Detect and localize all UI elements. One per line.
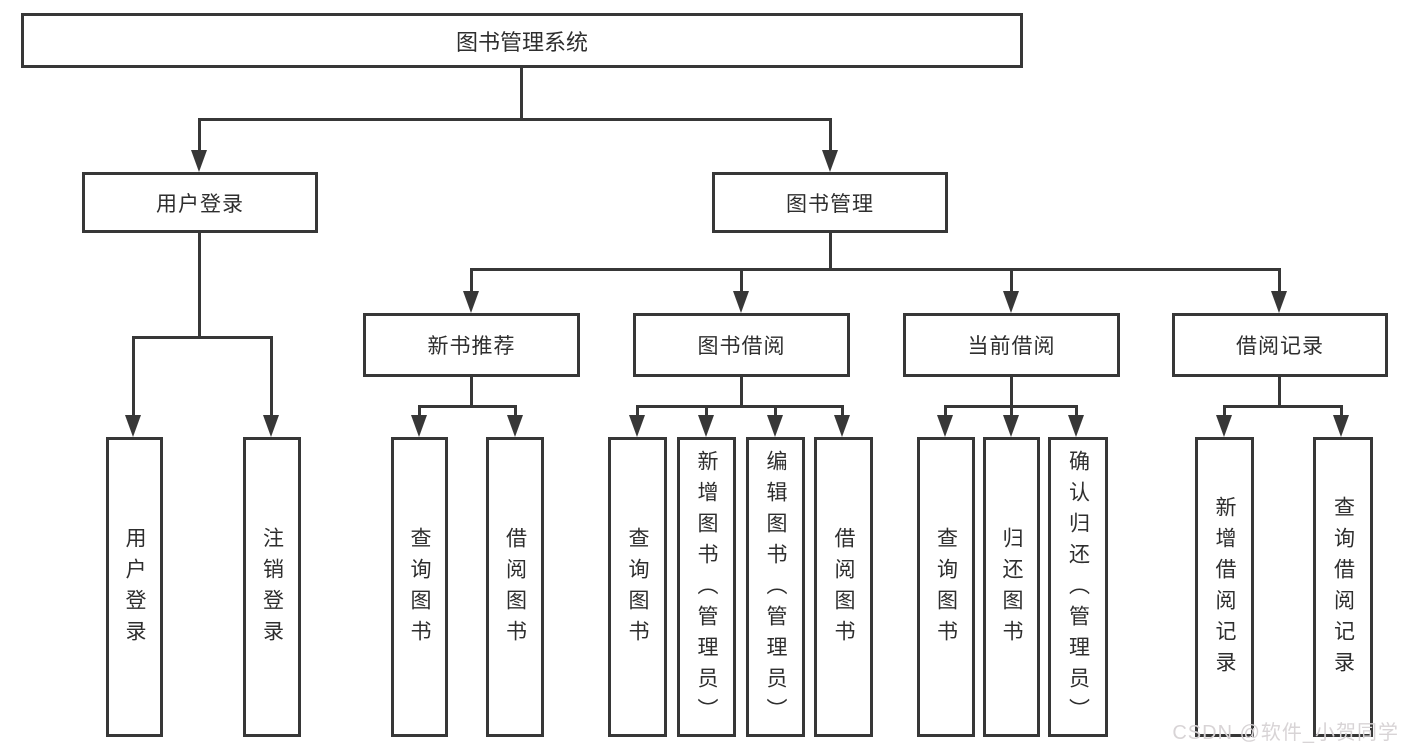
leaf-query-book-1-label: 查询图书	[408, 527, 431, 651]
arrowhead-icon	[463, 291, 479, 313]
arrowhead-icon	[937, 415, 953, 437]
connector-line	[418, 405, 517, 408]
leaf-query-book-3-label: 查询图书	[934, 527, 958, 651]
connector-line	[132, 336, 273, 339]
leaf-add-borrow-record-label: 新增借阅记录	[1213, 496, 1236, 682]
connector-line	[514, 405, 517, 415]
leaf-query-book-3: 查询图书	[917, 437, 975, 737]
connector-line	[705, 405, 708, 415]
node-current-borrow: 当前借阅	[903, 313, 1120, 377]
node-current-borrow-label: 当前借阅	[967, 335, 1056, 358]
node-root-label: 图书管理系统	[455, 29, 588, 55]
leaf-query-book-2-label: 查询图书	[626, 527, 649, 651]
node-new-book-recommend-label: 新书推荐	[427, 335, 516, 358]
connector-line	[829, 118, 832, 150]
leaf-confirm-return-admin: 确认归还（管理员）	[1048, 437, 1108, 737]
arrowhead-icon	[125, 415, 141, 437]
connector-line	[132, 336, 135, 415]
leaf-confirm-return-admin-label: 确认归还（管理员）	[1066, 449, 1090, 729]
leaf-borrow-book-2-label: 借阅图书	[832, 527, 855, 651]
connector-line	[1223, 405, 1343, 408]
arrowhead-icon	[1003, 291, 1019, 313]
leaf-query-book-1: 查询图书	[391, 437, 448, 737]
node-book-management-label: 图书管理	[786, 192, 874, 216]
connector-line	[1075, 405, 1078, 415]
arrowhead-icon	[1003, 415, 1019, 437]
node-borrow-records-label: 借阅记录	[1236, 335, 1324, 358]
leaf-logout-label: 注销登录	[260, 527, 284, 651]
connector-line	[198, 118, 201, 150]
arrowhead-icon	[822, 150, 838, 172]
arrowhead-icon	[698, 415, 714, 437]
connector-line	[198, 118, 831, 121]
arrowhead-icon	[263, 415, 279, 437]
leaf-borrow-book-1: 借阅图书	[486, 437, 544, 737]
connector-line	[1278, 268, 1281, 291]
leaf-user-login: 用户登录	[106, 437, 163, 737]
leaf-query-borrow-record-label: 查询借阅记录	[1331, 496, 1355, 682]
connector-line	[944, 405, 947, 415]
arrowhead-icon	[767, 415, 783, 437]
connector-line	[520, 68, 523, 118]
leaf-add-book-admin: 新增图书（管理员）	[677, 437, 736, 737]
connector-line	[470, 377, 473, 405]
leaf-add-book-admin-label: 新增图书（管理员）	[695, 449, 718, 729]
node-root: 图书管理系统	[21, 13, 1023, 68]
connector-line	[829, 233, 832, 268]
connector-line	[1010, 268, 1013, 291]
node-borrow-records: 借阅记录	[1172, 313, 1388, 377]
connector-line	[636, 405, 639, 415]
node-book-borrow: 图书借阅	[633, 313, 850, 377]
node-book-management: 图书管理	[712, 172, 948, 233]
connector-line	[740, 268, 743, 291]
connector-line	[1010, 377, 1013, 405]
arrowhead-icon	[1068, 415, 1084, 437]
node-book-borrow-label: 图书借阅	[697, 335, 786, 358]
leaf-borrow-book-1-label: 借阅图书	[503, 527, 527, 651]
leaf-return-book-label: 归还图书	[1000, 527, 1023, 651]
arrowhead-icon	[629, 415, 645, 437]
node-user-login-label: 用户登录	[156, 192, 244, 216]
connector-line	[470, 268, 473, 291]
connector-line	[1010, 405, 1013, 415]
connector-line	[774, 405, 777, 415]
arrowhead-icon	[733, 291, 749, 313]
connector-line	[1340, 405, 1343, 415]
leaf-query-book-2: 查询图书	[608, 437, 667, 737]
connector-line	[740, 377, 743, 405]
leaf-user-login-label: 用户登录	[123, 527, 146, 651]
connector-line	[470, 268, 1281, 271]
arrowhead-icon	[1271, 291, 1287, 313]
connector-line	[636, 405, 844, 408]
arrowhead-icon	[834, 415, 850, 437]
leaf-edit-book-admin: 编辑图书（管理员）	[746, 437, 805, 737]
leaf-query-borrow-record: 查询借阅记录	[1313, 437, 1373, 737]
connector-line	[418, 405, 421, 415]
leaf-borrow-book-2: 借阅图书	[814, 437, 873, 737]
connector-line	[270, 336, 273, 415]
leaf-edit-book-admin-label: 编辑图书（管理员）	[764, 449, 787, 729]
connector-line	[198, 233, 201, 336]
arrowhead-icon	[507, 415, 523, 437]
watermark: CSDN @软件_小贺同学	[1172, 722, 1399, 744]
arrowhead-icon	[1216, 415, 1232, 437]
leaf-add-borrow-record: 新增借阅记录	[1195, 437, 1254, 737]
node-user-login: 用户登录	[82, 172, 318, 233]
connector-line	[1223, 405, 1226, 415]
arrowhead-icon	[191, 150, 207, 172]
node-new-book-recommend: 新书推荐	[363, 313, 580, 377]
connector-line	[1278, 377, 1281, 405]
leaf-logout: 注销登录	[243, 437, 301, 737]
connector-line	[841, 405, 844, 415]
arrowhead-icon	[411, 415, 427, 437]
arrowhead-icon	[1333, 415, 1349, 437]
leaf-return-book: 归还图书	[983, 437, 1040, 737]
